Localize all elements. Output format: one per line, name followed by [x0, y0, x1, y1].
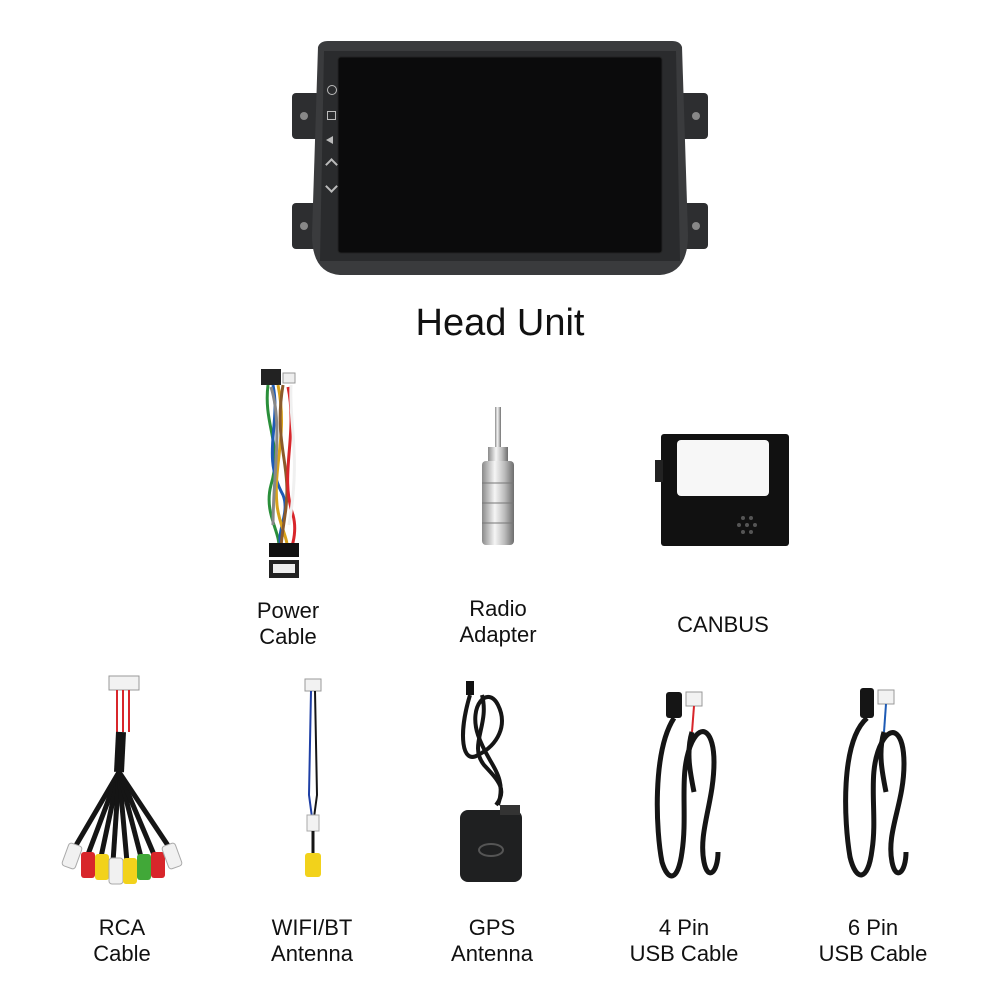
- power-icon[interactable]: [327, 85, 337, 95]
- canbus-image: [655, 434, 789, 546]
- canbus-label: CANBUS: [677, 612, 769, 637]
- home-icon[interactable]: [327, 111, 336, 120]
- power-cable-label: Power Cable: [256, 598, 320, 649]
- gps-antenna-label: GPS Antenna: [451, 915, 533, 966]
- wifi-bt-antenna-label: WIFI/BT Antenna: [271, 915, 353, 966]
- 4pin-usb-cable-label: 4 Pin USB Cable: [629, 915, 739, 966]
- gps-antenna-image: [460, 681, 522, 882]
- rca-cable-label: RCA Cable: [93, 915, 151, 966]
- rca-cable-image: [61, 675, 183, 885]
- back-icon[interactable]: [326, 136, 333, 144]
- radio-adapter-label: Radio Adapter: [459, 596, 537, 647]
- 6pin-usb-cable-label: 6 Pin USB Cable: [818, 915, 928, 966]
- wifi-bt-antenna-image: [304, 678, 322, 877]
- 6pin-usb-cable-image: [843, 688, 909, 878]
- head-unit-image: [292, 41, 708, 275]
- 4pin-usb-cable-image: [654, 691, 721, 879]
- power-cable-image: [261, 369, 299, 578]
- head-unit-label: Head Unit: [415, 302, 585, 344]
- radio-adapter-image: [482, 407, 514, 545]
- head-unit-product: [280, 35, 720, 285]
